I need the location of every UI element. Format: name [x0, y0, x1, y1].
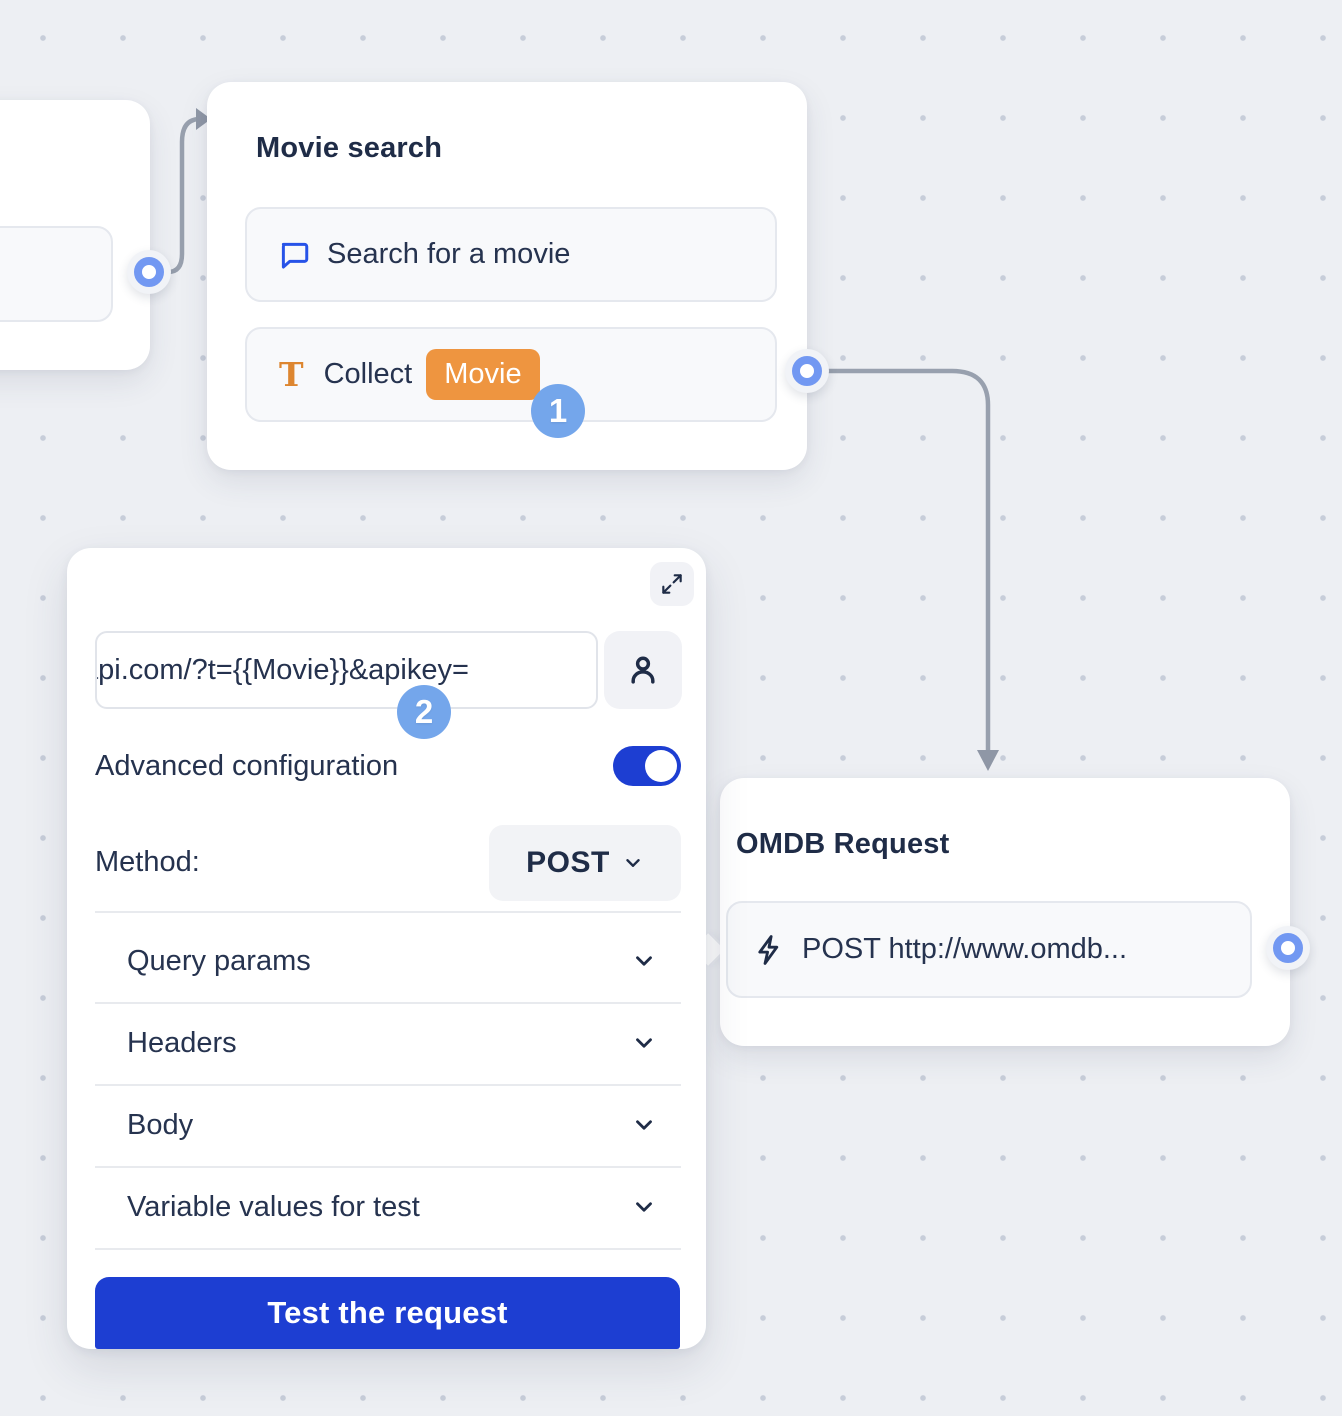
- person-icon: [624, 651, 662, 689]
- divider: [95, 1002, 681, 1004]
- chevron-down-icon: [631, 1030, 681, 1056]
- section-body[interactable]: Body: [95, 1092, 681, 1158]
- movie-search-row-question[interactable]: Search for a movie: [245, 207, 777, 302]
- omdb-request-row[interactable]: POST http://www.omdb...: [726, 901, 1252, 998]
- divider: [95, 911, 681, 913]
- output-port[interactable]: [127, 250, 171, 294]
- method-value: POST: [526, 846, 610, 879]
- advanced-configuration-label: Advanced configuration: [95, 750, 399, 782]
- step-badge-2: 2: [397, 685, 451, 739]
- method-select[interactable]: POST: [489, 825, 681, 901]
- section-query-params[interactable]: Query params: [95, 928, 681, 994]
- toggle-knob: [645, 750, 677, 782]
- omdb-output-port[interactable]: [1266, 926, 1310, 970]
- section-headers[interactable]: Headers: [95, 1010, 681, 1076]
- divider: [95, 1166, 681, 1168]
- row-label: POST http://www.omdb...: [802, 933, 1128, 965]
- variable-badge-movie[interactable]: Movie: [426, 349, 540, 400]
- node-movie-search[interactable]: Movie search Search for a movie T Collec…: [207, 82, 807, 470]
- step-badge-1: 1: [531, 384, 585, 438]
- test-request-button[interactable]: Test the request: [95, 1277, 680, 1349]
- chevron-down-icon: [631, 1194, 681, 1220]
- wire-into-movie-search: [161, 116, 203, 275]
- node-omdb-request[interactable]: OMDB Request POST http://www.omdb...: [720, 778, 1290, 1046]
- wire-movie-to-omdb: [819, 368, 991, 755]
- expand-icon: [659, 571, 685, 597]
- lightning-bolt-icon: [752, 933, 786, 967]
- divider: [95, 1084, 681, 1086]
- url-input-value: api.com/?t={{Movie}}&apikey=: [95, 653, 469, 686]
- insert-variable-button[interactable]: [604, 631, 682, 709]
- row-label: Collect: [323, 358, 413, 390]
- chevron-down-icon: [622, 852, 644, 874]
- movie-search-row-collect[interactable]: T Collect Movie: [245, 327, 777, 422]
- partial-node[interactable]: [0, 100, 150, 370]
- node-title: OMDB Request: [736, 828, 950, 860]
- port-ring-icon: [1273, 933, 1303, 963]
- url-input[interactable]: api.com/?t={{Movie}}&apikey=: [95, 631, 598, 709]
- advanced-configuration-toggle[interactable]: [613, 746, 681, 786]
- partial-node-row[interactable]: [0, 226, 113, 322]
- chevron-down-icon: [631, 948, 681, 974]
- section-label: Query params: [127, 944, 311, 977]
- method-label: Method:: [95, 846, 200, 878]
- text-input-icon: T: [279, 355, 304, 394]
- section-label: Headers: [127, 1026, 237, 1059]
- port-ring-icon: [134, 257, 164, 287]
- chevron-down-icon: [631, 1112, 681, 1138]
- node-title: Movie search: [256, 132, 443, 164]
- expand-button[interactable]: [650, 562, 694, 606]
- divider: [95, 1248, 681, 1250]
- movie-search-output-port[interactable]: [785, 349, 829, 393]
- chat-bubble-icon: [277, 238, 311, 272]
- port-ring-icon: [792, 356, 822, 386]
- section-label: Body: [127, 1108, 194, 1141]
- webhook-config-panel: api.com/?t={{Movie}}&apikey= Advanced co…: [67, 548, 706, 1349]
- row-label: Search for a movie: [327, 238, 571, 270]
- wire-arrowhead-down: [977, 750, 999, 771]
- section-label: Variable values for test: [127, 1190, 420, 1223]
- section-variable-values[interactable]: Variable values for test: [95, 1174, 681, 1240]
